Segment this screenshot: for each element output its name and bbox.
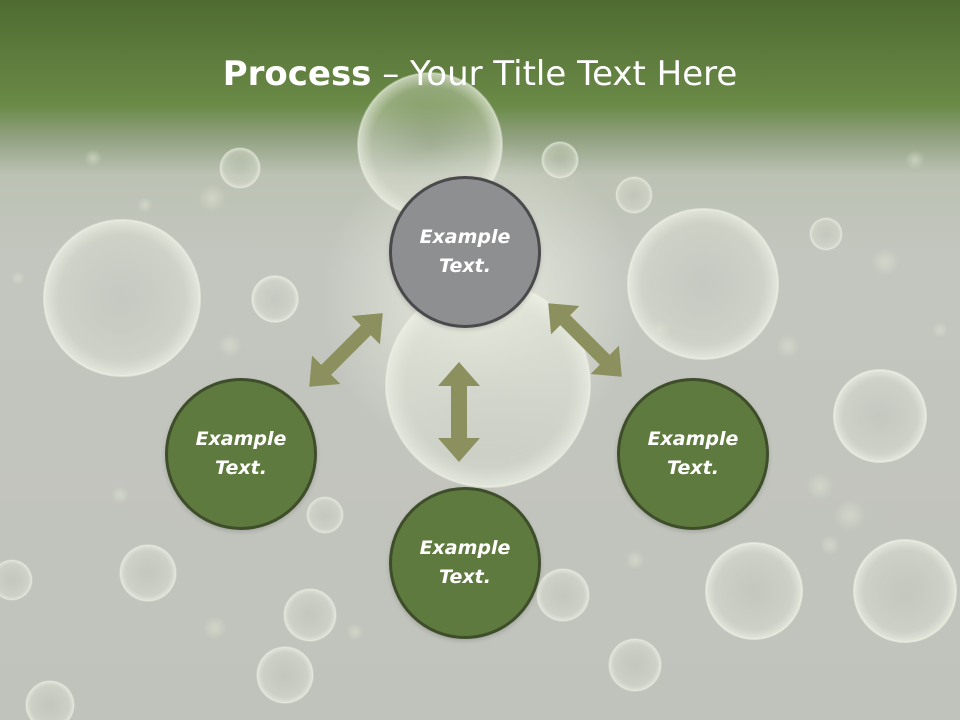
arrow-diagonal-left — [309, 313, 383, 387]
arrow-diagonal-right — [548, 303, 622, 377]
node-top-line1: Example — [419, 226, 511, 248]
slide-title: Process – Your Title Text Here — [0, 52, 960, 96]
arrow-vertical — [438, 362, 480, 462]
title-rest: – Your Title Text Here — [371, 54, 738, 94]
title-bold: Process — [222, 54, 372, 94]
node-left-line1: Example — [195, 428, 287, 450]
node-top-line2: Text. — [439, 255, 491, 277]
node-left-line2: Text. — [215, 457, 267, 479]
node-bottom-line1: Example — [419, 537, 511, 559]
node-right-line1: Example — [647, 428, 739, 450]
node-right-line2: Text. — [667, 457, 719, 479]
node-bottom-line2: Text. — [439, 566, 491, 588]
